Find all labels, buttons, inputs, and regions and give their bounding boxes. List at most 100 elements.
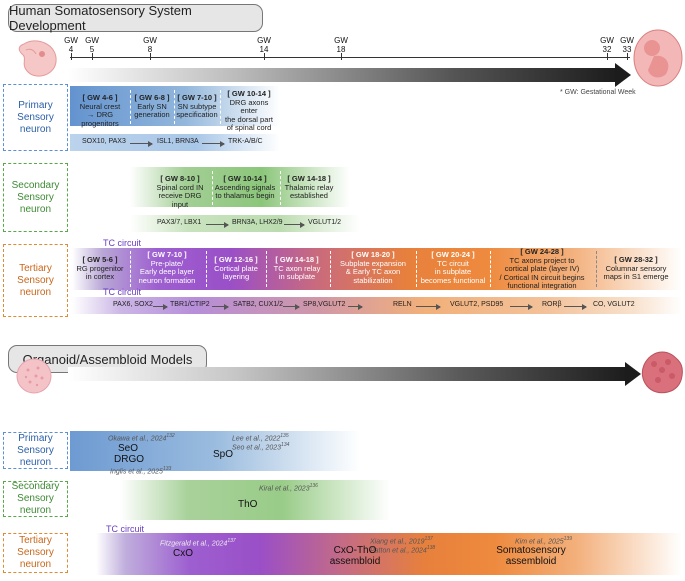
citation-kiral: Kiral et al., 2023136 — [259, 483, 318, 493]
row-label-secondary: Secondary Sensory neuron — [3, 163, 68, 232]
tertiary-marker-3: SATB2, CUX1/2 — [233, 301, 284, 308]
primary-marker-3: TRK-A/B/C — [228, 138, 263, 145]
gw-tick-line — [92, 53, 93, 60]
tertiary-stage-band — [72, 248, 682, 290]
secondary-marker-band — [130, 215, 360, 232]
citation-lee: Lee et al., 2022135 — [232, 433, 289, 443]
tertiary-organoid-band — [96, 533, 682, 575]
stage-divider — [596, 251, 597, 287]
model-somatosensory-assembloid: Somatosensory assembloid — [496, 545, 566, 567]
tertiary-marker-7: RORβ — [542, 301, 562, 308]
stage-divider — [280, 171, 281, 205]
stage-divider — [266, 251, 267, 287]
stage-divider — [212, 171, 213, 205]
marker-arrow — [153, 303, 168, 310]
timeline-axis — [70, 57, 630, 58]
primary-stage-3: [ GW 7-10 ]SN subtype specification — [176, 93, 218, 120]
model-cxo-tho-assembloid: CxO-ThO assembloid — [329, 545, 381, 567]
stage-divider — [490, 251, 491, 287]
primary-marker-2: ISL1, BRN3A — [157, 138, 199, 145]
model-drgo: DRGO — [114, 454, 144, 465]
tertiary-marker-8: CO, VGLUT2 — [593, 301, 635, 308]
secondary-stage-3: [ GW 14-18 ]Thalamic relay established — [284, 174, 334, 201]
stage-divider — [130, 90, 131, 124]
tc-circuit-label-organoid: TC circuit — [106, 524, 144, 534]
tertiary-stage-8: [ GW 28-32 ]Columnar sensory maps in S1 … — [603, 255, 669, 282]
row-label-primary: Primary Sensory neuron — [3, 84, 68, 151]
fetus-icon — [633, 29, 683, 87]
primary-stage-1: [ GW 4-6 ]Neural crest → DRG progenitors — [79, 93, 121, 128]
section-title-development: Human Somatosensory System Development — [8, 3, 263, 33]
tertiary-marker-5: RELN — [393, 301, 412, 308]
stage-divider — [130, 251, 131, 287]
tertiary-stage-1: [ GW 5-6 ]RG progenitor in cortex — [76, 255, 124, 282]
tc-circuit-label: TC circuit — [103, 238, 141, 248]
marker-arrow — [130, 140, 153, 147]
citation-okawa: Okawa et al., 2024132 — [108, 433, 175, 443]
gw-tick-line — [150, 53, 151, 60]
organoid-arrow-head — [625, 362, 641, 386]
tertiary-marker-band — [72, 297, 682, 314]
marker-arrow — [510, 303, 533, 310]
citation-kim: Kim et al., 2025139 — [515, 536, 572, 546]
secondary-marker-3: VGLUT1/2 — [308, 219, 342, 226]
tc-circuit-label-2: TC circuit — [103, 287, 141, 297]
stage-divider — [220, 90, 221, 124]
secondary-marker-2: BRN3A, LHX2/9 — [232, 219, 283, 226]
gw-tick-line — [627, 53, 628, 60]
marker-arrow — [564, 303, 587, 310]
secondary-stage-band — [130, 167, 350, 207]
model-tho: ThO — [238, 499, 258, 510]
gw-tick-line — [71, 53, 72, 60]
tertiary-stage-5: [ GW 18-20 ]Subplate expansion & Early T… — [340, 250, 406, 285]
tertiary-stage-3: [ GW 12-16 ]Cortical plate layering — [214, 255, 258, 282]
stage-divider — [206, 251, 207, 287]
secondary-stage-2: [ GW 10-14 ]Ascending signals to thalamu… — [214, 174, 276, 201]
citation-inglis: Inglis et al., 2025133 — [110, 466, 172, 476]
embryo-icon — [18, 40, 57, 77]
gw-tick-line — [607, 53, 608, 60]
tertiary-stage-7: [ GW 24-28 ]TC axons project to cortical… — [499, 247, 585, 291]
model-seo: SeO — [118, 443, 139, 454]
tertiary-marker-6: VGLUT2, PSD95 — [450, 301, 504, 308]
row-label-tertiary: Tertiary Sensory neuron — [3, 244, 68, 317]
tertiary-marker-4: SP8,VGLUT2 — [303, 301, 346, 308]
citation-fitzgerald: Fitzgerald et al., 2024137 — [160, 538, 236, 548]
timeline-arrow — [68, 68, 618, 82]
gw-tick-line — [264, 53, 265, 60]
gw-note: * GW: Gestational Week — [560, 89, 636, 96]
primary-stage-4: [ GW 10-14 ]DRG axons enter the dorsal p… — [225, 89, 273, 133]
secondary-organoid-band — [120, 480, 390, 520]
model-spo: SpO — [213, 449, 234, 460]
marker-arrow — [416, 303, 441, 310]
tertiary-stage-2: [ GW 7-10 ]Pre-plate/ Early deep layer n… — [138, 250, 196, 285]
stage-divider — [330, 251, 331, 287]
marker-arrow — [348, 303, 363, 310]
primary-marker-band — [70, 134, 280, 151]
secondary-marker-1: PAX3/7, LBX1 — [157, 219, 202, 226]
primary-stage-2: [ GW 6-8 ]Early SN generation — [134, 93, 170, 120]
citation-patton: Patton et al., 2024138 — [370, 545, 436, 555]
tertiary-stage-6: [ GW 20-24 ]TC circuit in subplate becom… — [420, 250, 486, 285]
marker-arrow — [283, 303, 300, 310]
tertiary-stage-4: [ GW 14-18 ]TC axon relay in subplate — [273, 255, 321, 282]
mature-organoid-icon — [641, 351, 683, 394]
gw-tick-line — [341, 53, 342, 60]
marker-arrow — [212, 303, 229, 310]
marker-arrow — [284, 221, 305, 228]
timeline-arrow-head — [615, 63, 631, 87]
primary-organoid-band — [70, 431, 360, 471]
tertiary-marker-2: TBR1/CTIP2 — [170, 301, 210, 308]
row-label-secondary-organoid: Secondary Sensory neuron — [3, 481, 68, 517]
primary-marker-1: SOX10, PAX3 — [82, 138, 126, 145]
citation-xiang: Xiang et al., 2019137 — [370, 536, 433, 546]
primary-stage-band — [70, 86, 280, 126]
tertiary-marker-1: PAX6, SOX2 — [113, 301, 153, 308]
organoid-timeline-arrow — [68, 367, 628, 381]
